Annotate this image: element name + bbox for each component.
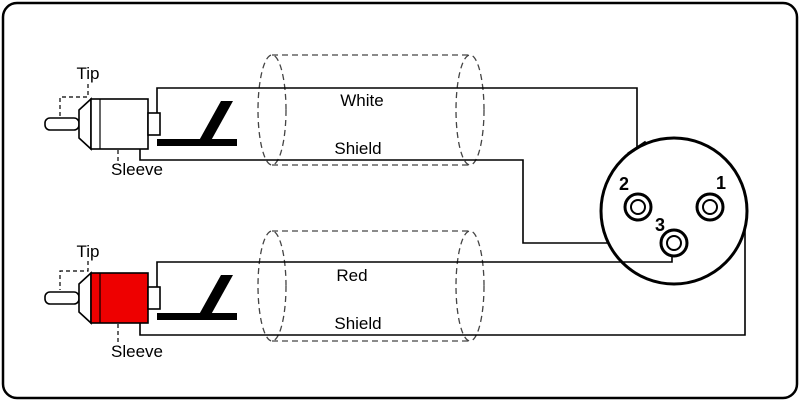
xlr-pin-2-label: 2 [619,174,629,194]
xlr-pin-2 [623,192,653,222]
xlr-pin-3-label: 3 [655,215,665,235]
cable-end-top-left [257,54,287,166]
wire-shield-bottom [139,229,746,336]
xlr-pin-3 [659,228,689,258]
sleeve-label-top: Sleeve [111,160,163,179]
rca-white-tip-pin [44,117,80,131]
cable-end-top-right [455,54,485,166]
wire-shield-top [139,149,609,244]
tip-leader-bottom [59,261,89,290]
rca-red-tip-pin [44,291,80,305]
rca-plug-red [44,271,237,325]
xlr-pin-1 [695,192,725,222]
rca-plug-white [44,97,237,151]
conductor-label-red: Red [336,266,367,285]
shield-label-bottom: Shield [334,314,381,333]
xlr-housing [599,136,749,286]
rca-red-cable-stub [157,313,237,320]
rca-red-barrel [147,286,161,310]
rca-red-cable-bend [196,275,233,320]
xlr-pin-1-label: 1 [716,173,726,193]
cable-jacket-bottom [257,230,485,342]
conductor-label-white: White [340,91,383,110]
rca-white-cable-stub [157,139,237,146]
tip-label-bottom: Tip [77,242,100,261]
rca-white-barrel [147,112,161,136]
tip-leader-top [59,84,89,116]
wire-white-conductor [156,87,638,149]
wire-red-conductor [156,257,673,287]
tip-label-top: Tip [77,64,100,83]
sleeve-label-bottom: Sleeve [111,342,163,361]
xlr-connector [599,136,749,286]
cable-end-bottom-left [257,230,287,342]
shield-label-top: Shield [334,139,381,158]
rca-white-cable-bend [196,101,233,146]
cable-jacket-top [257,54,485,166]
cable-end-bottom-right [455,230,485,342]
